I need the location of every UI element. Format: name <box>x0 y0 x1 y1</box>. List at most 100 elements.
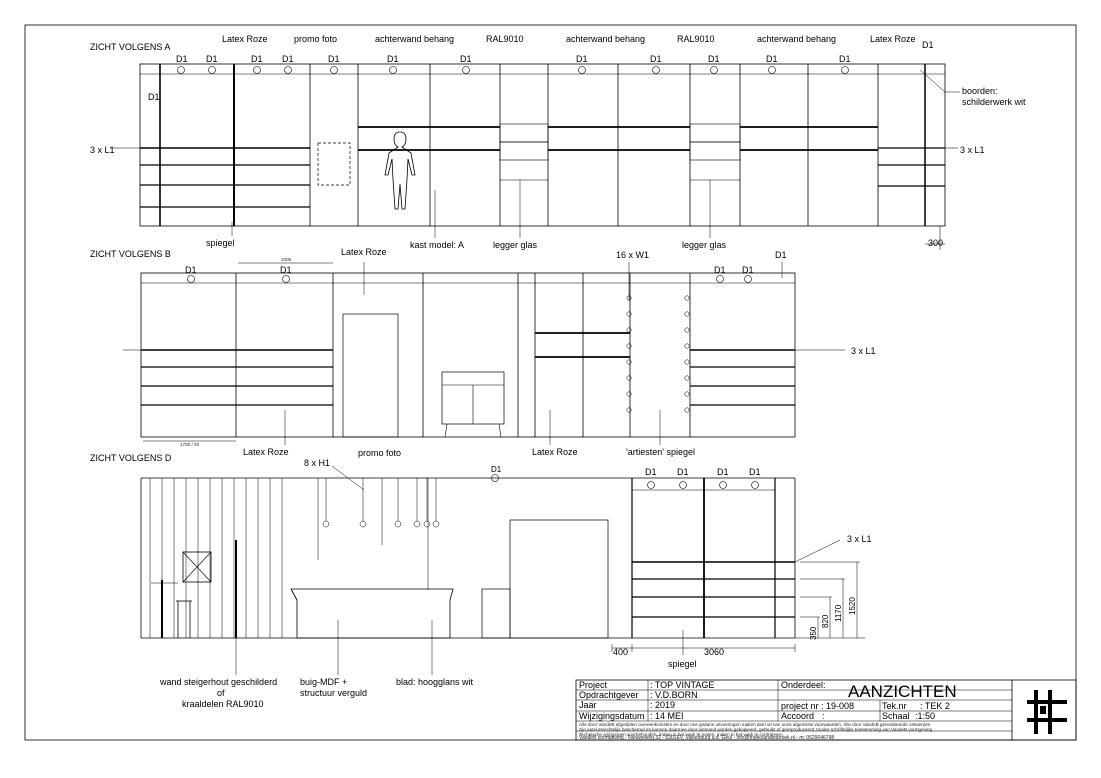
annotation: Latex Roze <box>532 447 578 457</box>
dimension: 3060 <box>704 647 724 657</box>
d1-label: D1 <box>717 467 729 477</box>
d1-label: D1 <box>251 54 263 64</box>
dimension: 1000 <box>281 257 292 262</box>
annotation: D1 <box>775 250 787 260</box>
annotation: D1 <box>491 465 502 474</box>
annotation: 3 x L1 <box>851 346 876 356</box>
view-b-frame <box>140 272 796 438</box>
view-d-annotations: 8 x H1 promo foto D1 3 x L1 wand steiger… <box>159 448 872 709</box>
project-number: project nr : 19-008 <box>781 701 854 711</box>
annotation: D1 <box>148 92 160 102</box>
change-date-value: : 14 MEI <box>650 711 684 721</box>
approval-label: Accoord <box>781 711 814 721</box>
annotation: RAL9010 <box>677 34 715 44</box>
annotation: promo foto <box>294 34 337 44</box>
footer-contact: VandeB vormgeving - Nieuweweg 32 - 6301E… <box>579 735 834 741</box>
d1-label: D1 <box>206 54 218 64</box>
view-b-d1-labels: D1 D1 D1 D1 <box>185 265 754 275</box>
annotation: legger glas <box>682 240 727 250</box>
d1-label: D1 <box>714 265 726 275</box>
d1-label: D1 <box>839 54 851 64</box>
annotation: kast model: A <box>410 240 464 250</box>
year-value: : 2019 <box>650 700 675 710</box>
d1-label: D1 <box>708 54 720 64</box>
view-a-annotations: Latex Roze promo foto achterwand behang … <box>90 34 1026 250</box>
annotation: buig-MDF + <box>300 677 347 687</box>
scale-label: Schaal <box>882 711 910 721</box>
sheet-title: AANZICHTEN <box>848 682 957 701</box>
change-date-label: Wijzigingsdatum <box>579 711 645 721</box>
d1-label: D1 <box>460 54 472 64</box>
annotation: spiegel <box>206 238 235 248</box>
d1-label: D1 <box>749 467 761 477</box>
d1-label: D1 <box>176 54 188 64</box>
disclaimer: Technische wijzigingen voorbehouden, mat… <box>579 732 784 737</box>
annotation: Latex Roze <box>870 34 916 44</box>
client-label: Opdrachtgever <box>579 690 639 700</box>
d1-label: D1 <box>387 54 399 64</box>
annotation: 3 x L1 <box>960 145 985 155</box>
part-label: Onderdeel: <box>781 680 826 690</box>
annotation: wand steigerhout geschilderd <box>159 677 277 687</box>
annotation: promo foto <box>358 448 401 458</box>
view-a-frame <box>139 63 946 227</box>
d1-label: D1 <box>742 265 754 275</box>
vandeb-logo-icon <box>1023 690 1067 734</box>
annotation: Latex Roze <box>243 447 289 457</box>
annotation: 3 x L1 <box>847 534 872 544</box>
view-a-d1-labels: D1 D1 D1 D1 D1 D1 D1 D1 D1 D1 D1 D1 <box>176 54 851 64</box>
annotation: of <box>217 688 225 698</box>
view-d: ZICHT VOLGENS D <box>90 453 865 675</box>
approval-value: : <box>822 711 825 721</box>
view-b: ZICHT VOLGENS B <box>90 249 845 445</box>
annotation: legger glas <box>493 240 538 250</box>
dimension: 300 <box>928 238 943 248</box>
client-value: : V.D.BORN <box>650 690 698 700</box>
annotation: 8 x H1 <box>304 458 330 468</box>
project-label: Project <box>579 680 608 690</box>
annotation: spiegel <box>668 659 697 669</box>
annotation: RAL9010 <box>486 34 524 44</box>
annotation: D1 <box>922 40 934 50</box>
annotation: schilderwerk wit <box>962 97 1026 107</box>
dimension: 350 <box>809 626 818 640</box>
annotation: structuur verguld <box>300 688 367 698</box>
sheet-border <box>24 24 1077 741</box>
scale-value: :1:50 <box>915 711 935 721</box>
d1-label: D1 <box>766 54 778 64</box>
annotation: kraaldelen RAL9010 <box>182 699 264 709</box>
annotation: Latex Roze <box>222 34 268 44</box>
view-a: ZICHT VOLGENS A <box>90 42 960 250</box>
d1-label: D1 <box>576 54 588 64</box>
dimension: 820 <box>821 614 830 628</box>
d1-label: D1 <box>328 54 340 64</box>
title-block-text: Project : TOP VINTAGE Opdrachtgever : V.… <box>579 680 957 741</box>
d1-label: D1 <box>650 54 662 64</box>
view-d-d1-labels: D1 D1 D1 D1 <box>645 467 761 477</box>
d1-label: D1 <box>280 265 292 275</box>
annotation: blad: hoogglans wit <box>396 677 474 687</box>
title-block <box>575 679 1077 741</box>
annotation: achterwand behang <box>757 34 836 44</box>
drawing-number-label: Tek.nr <box>882 701 907 711</box>
annotation: boorden: <box>962 86 998 96</box>
d1-label: D1 <box>677 467 689 477</box>
dimension: 400 <box>613 647 628 657</box>
annotation: 'artiesten' spiegel <box>626 447 695 457</box>
dimension: 1520 <box>848 597 857 615</box>
d1-label: D1 <box>645 467 657 477</box>
annotation: 3 x L1 <box>90 145 115 155</box>
view-a-title: ZICHT VOLGENS A <box>90 42 170 52</box>
dimension: 1750 / 20 <box>180 442 200 447</box>
disclaimer: Alle door VandeB afgesloten overeenkomst… <box>579 722 931 727</box>
d1-label: D1 <box>282 54 294 64</box>
d1-label: D1 <box>185 265 197 275</box>
view-d-title: ZICHT VOLGENS D <box>90 453 172 463</box>
view-b-title: ZICHT VOLGENS B <box>90 249 171 259</box>
view-b-annotations: Latex Roze 16 x W1 D1 3 x L1 Latex Roze … <box>180 247 876 457</box>
disclaimer: zijn auteursrechtelijk beschermd en kunn… <box>579 727 933 732</box>
annotation: achterwand behang <box>566 34 645 44</box>
project-value: : TOP VINTAGE <box>650 680 714 690</box>
annotation: Latex Roze <box>341 247 387 257</box>
